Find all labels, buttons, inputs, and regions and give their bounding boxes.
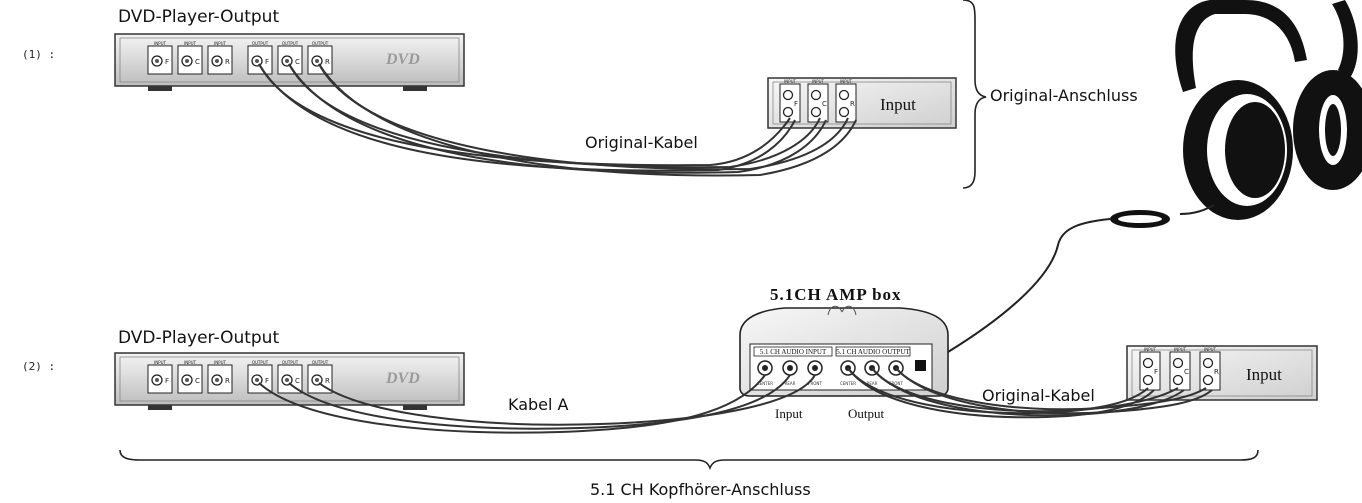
jack-header: OUTPUT xyxy=(282,41,299,46)
jack-letter: F xyxy=(1154,368,1158,376)
target-jack-f: INPUT F xyxy=(779,79,801,123)
amp-output-panel-label: 5.1 CH AUDIO OUTPUT xyxy=(836,348,910,356)
jack-header: INPUT xyxy=(840,79,853,84)
input-jack-f: INPUT F xyxy=(147,41,173,75)
jack-header: INPUT xyxy=(1174,347,1187,352)
target-jack-c: INPUT C xyxy=(1169,347,1191,391)
dvd-logo: DVD xyxy=(385,370,420,387)
amp-box: 5.1 CH AUDIO INPUT 5.1 CH AUDIO OUTPUT C… xyxy=(739,305,949,397)
jack-letter: F xyxy=(265,377,269,385)
jack-header: OUTPUT xyxy=(312,41,329,46)
jack-header: INPUT xyxy=(154,360,167,365)
input-jack-c: INPUT C xyxy=(177,360,203,394)
row1-target-device: INPUT F INPUT C INPUT R Input xyxy=(767,77,957,129)
input-jack-r: INPUT R xyxy=(207,360,233,394)
jack-header: OUTPUT xyxy=(282,360,299,365)
power-indicator xyxy=(915,360,926,371)
jack-header: INPUT xyxy=(184,41,197,46)
target-jack-f: INPUT F xyxy=(1139,347,1161,391)
jack-letter: F xyxy=(265,58,269,66)
row1-cable-label: Original-Kabel xyxy=(585,133,698,152)
jack-letter: C xyxy=(195,377,200,385)
dvd-logo: DVD xyxy=(385,51,420,68)
row1-index: (1) : xyxy=(22,48,55,61)
amp-input-jack: CENTER xyxy=(757,360,773,386)
input-jack-r: INPUT R xyxy=(207,41,233,75)
amp-input-panel-label: 5.1 CH AUDIO INPUT xyxy=(760,348,827,356)
row1-brace xyxy=(962,0,987,189)
row2-target-input-label: Input xyxy=(1246,365,1282,384)
row1-group-label: Original-Anschluss xyxy=(990,86,1138,105)
jack-letter: C xyxy=(195,58,200,66)
row2-dvd-player: INPUTFINPUTCINPUTROUTPUTFOUTPUTCOUTPUTR … xyxy=(114,352,465,410)
jack-letter: R xyxy=(325,377,330,385)
output-jack-c: OUTPUT C xyxy=(277,360,303,394)
amp-jack-label: REAR xyxy=(785,381,796,386)
jack-letter: R xyxy=(1214,368,1219,376)
output-jack-r: OUTPUT R xyxy=(307,41,333,75)
jack-letter: R xyxy=(850,100,855,108)
input-jack-c: INPUT C xyxy=(177,41,203,75)
output-jack-f: OUTPUT F xyxy=(247,360,273,394)
target-jack-c: INPUT C xyxy=(807,79,829,123)
output-jack-c: OUTPUT C xyxy=(277,41,303,75)
amp-title: 5.1CH AMP box xyxy=(770,285,902,304)
row2-target-device: INPUT F INPUT C INPUT R Input xyxy=(1126,345,1318,401)
jack-letter: F xyxy=(165,58,169,66)
jack-header: INPUT xyxy=(214,360,227,365)
jack-letter: R xyxy=(325,58,330,66)
target-jack-r: INPUT R xyxy=(1199,347,1221,391)
input-jack-f: INPUT F xyxy=(147,360,173,394)
jack-letter: C xyxy=(822,100,827,108)
row2-cable-label: Original-Kabel xyxy=(982,386,1095,405)
jack-header: INPUT xyxy=(812,79,825,84)
jack-header: OUTPUT xyxy=(252,360,269,365)
jack-header: INPUT xyxy=(214,41,227,46)
jack-header: INPUT xyxy=(1204,347,1217,352)
output-jack-f: OUTPUT F xyxy=(247,41,273,75)
jack-header: INPUT xyxy=(154,41,167,46)
headphones-icon xyxy=(947,0,1362,353)
amp-input-label: Input xyxy=(775,406,803,421)
jack-header: OUTPUT xyxy=(312,360,329,365)
row2-player-title: DVD-Player-Output xyxy=(118,328,279,348)
row2-brace xyxy=(119,449,1259,471)
row1-original-cables xyxy=(258,63,857,177)
row2-original-cables xyxy=(847,367,1213,419)
amp-jack-label: FRONT xyxy=(889,381,903,386)
row2-group-label: 5.1 CH Kopfhörer-Anschluss xyxy=(590,480,811,499)
jack-letter: F xyxy=(794,100,798,108)
amp-jack-label: FRONT xyxy=(808,381,822,386)
row1-player-title: DVD-Player-Output xyxy=(118,7,279,27)
jack-letter: R xyxy=(225,58,230,66)
jack-letter: C xyxy=(1184,368,1189,376)
jack-header: OUTPUT xyxy=(252,41,269,46)
row1-dvd-player: INPUTFINPUTCINPUTROUTPUTFOUTPUTCOUTPUTR … xyxy=(114,33,465,91)
jack-header: INPUT xyxy=(1144,347,1157,352)
jack-letter: R xyxy=(225,377,230,385)
kabel-a-cables xyxy=(258,374,816,434)
jack-letter: C xyxy=(295,377,300,385)
target-jack-r: INPUT R xyxy=(835,79,857,123)
amp-jack-label: REAR xyxy=(867,381,878,386)
output-jack-r: OUTPUT R xyxy=(307,360,333,394)
jack-letter: F xyxy=(165,377,169,385)
amp-output-label: Output xyxy=(848,406,885,421)
kabel-a-label: Kabel A xyxy=(508,395,569,414)
amp-jack-label: CENTER xyxy=(757,381,773,386)
amp-jack-label: CENTER xyxy=(840,381,856,386)
jack-letter: C xyxy=(295,58,300,66)
row1-target-input-label: Input xyxy=(880,95,916,114)
jack-header: INPUT xyxy=(184,360,197,365)
jack-header: INPUT xyxy=(784,79,797,84)
row2-index: (2) : xyxy=(22,360,55,373)
